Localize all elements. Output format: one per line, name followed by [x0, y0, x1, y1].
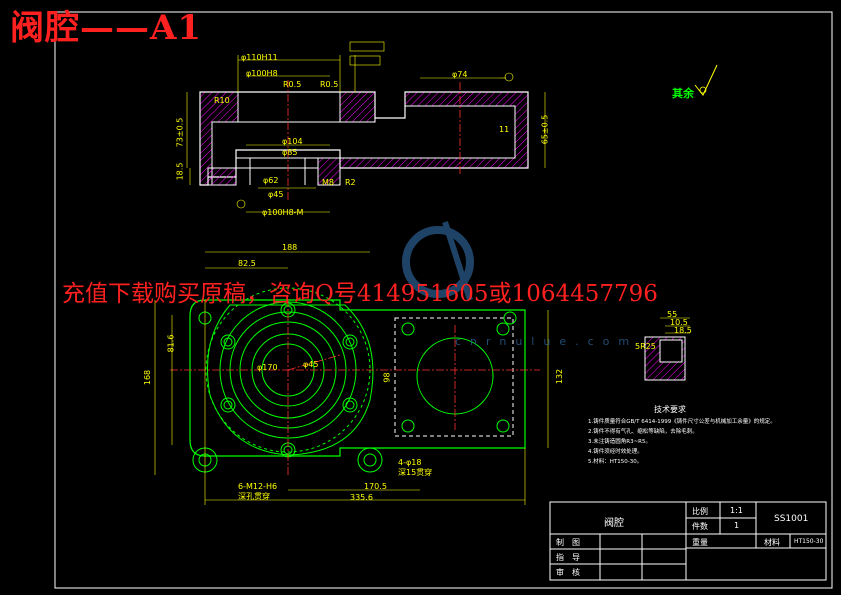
dim-text: R0.5 — [320, 80, 339, 89]
checked-label: 指 导 — [556, 553, 580, 562]
dim-text: 深15贯穿 — [398, 468, 433, 477]
watermark-text: cnrnulue.com — [455, 335, 639, 348]
promo-banner: 充值下载购买原稿，咨询Q号414951605或1064457796 — [62, 281, 658, 307]
approved-label: 审 核 — [556, 568, 580, 577]
flange-outline — [207, 304, 374, 456]
tech-note-item: 4.铸件须经时效处理。 — [588, 449, 643, 455]
plan-view — [154, 251, 549, 505]
dim-text: φ74 — [452, 70, 468, 79]
scale-label: 比例 — [692, 507, 708, 516]
detail-section — [644, 317, 690, 381]
cover-outline — [394, 317, 514, 437]
dim-text: R2 — [345, 178, 356, 187]
dim-text: 18.5 — [175, 162, 185, 181]
tech-note-item: 5.材料：HT150-30。 — [588, 459, 643, 465]
tech-notes-title: 技术要求 — [654, 405, 686, 414]
dim-text: R10 — [214, 96, 230, 105]
drawing-number: SS1001 — [774, 514, 809, 524]
dim-text: 168 — [143, 369, 153, 386]
section-view — [186, 41, 546, 213]
hatch-base-right — [317, 157, 341, 186]
dim-text: φ45 — [268, 190, 284, 199]
tech-note-item: 2.铸件不得有气孔、缩松等缺陷，去除毛刺。 — [588, 429, 698, 435]
dim-text: 81.6 — [166, 334, 176, 353]
plan-outline — [189, 299, 526, 457]
drawing-title-banner: 阀腔——A1 — [10, 8, 203, 48]
dim-text: 132 — [555, 368, 565, 385]
dim-text: 18.5 — [674, 326, 692, 335]
dim-text: 335.6 — [350, 493, 373, 502]
dim-text: 188 — [282, 243, 298, 252]
roughness-label: 其余 — [672, 87, 694, 100]
dim-text: 65±0.5 — [540, 114, 550, 145]
material-value: HT150-30 — [794, 538, 824, 545]
dim-text: 73±0.5 — [175, 117, 185, 148]
material-label: 材料 — [764, 538, 780, 547]
tech-note-item: 3.未注铸造圆角R3~R5。 — [588, 439, 651, 445]
dim-text: φ100H8 — [246, 69, 278, 78]
dim-text: φ45 — [303, 360, 319, 369]
dim-text: 98 — [382, 372, 392, 383]
weight-label: 重量 — [692, 538, 708, 547]
dim-text: 55 — [667, 310, 678, 319]
dim-text: 10.5 — [670, 318, 688, 327]
section-dimension-lines — [186, 41, 546, 213]
tech-notes-list: 1.铸件质量符合GB/T 6414-1999《铸件尺寸公差与机械加工余量》的规定… — [588, 417, 818, 467]
dim-text: φ100H8-M — [262, 208, 304, 217]
qty-label: 件数 — [692, 522, 708, 531]
dim-text: φ110H11 — [241, 53, 278, 62]
dim-text: M8 — [322, 178, 334, 187]
hatch-base-left — [207, 167, 237, 186]
plan-dimension-lines — [154, 251, 549, 505]
dim-text: φ104 — [282, 137, 303, 146]
dim-text: φ62 — [263, 176, 279, 185]
dim-text: 4-φ18 — [398, 458, 422, 467]
watermark-logo — [402, 221, 474, 301]
dim-text: 82.5 — [238, 259, 256, 268]
drawn-label: 制 图 — [556, 538, 580, 547]
qty-value: 1 — [734, 521, 740, 530]
dim-text: 5R25 — [635, 342, 656, 351]
hatch-mid — [339, 91, 376, 123]
tech-note-item: 1.铸件质量符合GB/T 6414-1999《铸件尺寸公差与机械加工余量》的规定… — [588, 419, 776, 425]
dim-text: φ85 — [282, 148, 298, 157]
plan-centerlines — [170, 285, 540, 475]
dim-text: 11 — [499, 125, 510, 134]
part-name: 阀腔 — [604, 518, 624, 529]
dim-text: 6-M12-H6 — [238, 482, 278, 491]
bolt-holes — [192, 302, 517, 473]
title-block-grid — [549, 501, 827, 581]
dim-text: R0.5 — [283, 80, 302, 89]
roughness-symbol — [694, 64, 718, 96]
drawing-frame — [54, 11, 833, 589]
dim-text: φ170 — [257, 363, 278, 372]
dim-text: 深孔贯穿 — [238, 492, 270, 501]
dim-text: 170.5 — [364, 482, 387, 491]
scale-value: 1:1 — [730, 506, 743, 515]
